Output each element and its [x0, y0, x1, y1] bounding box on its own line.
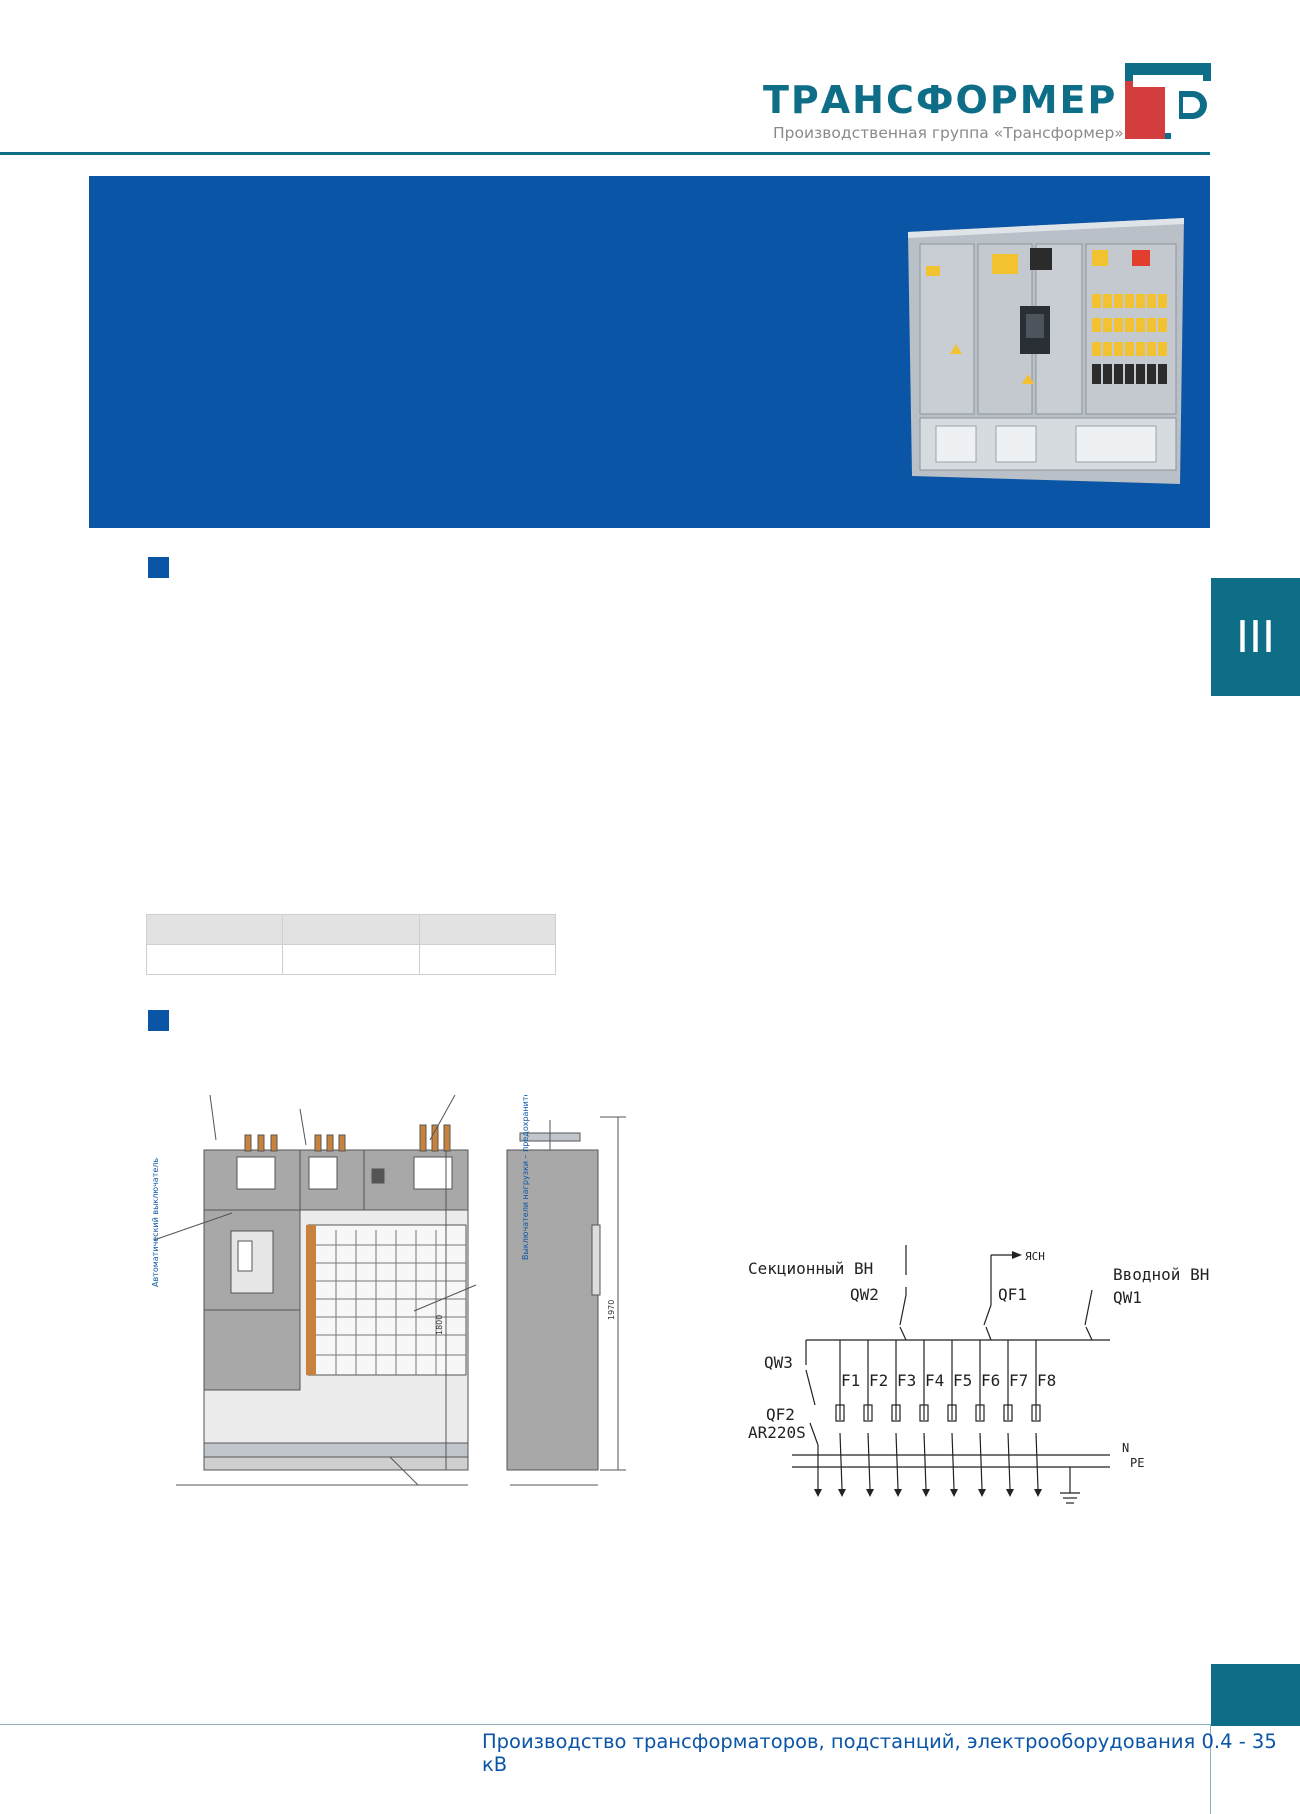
qf2-label: QF2	[766, 1405, 795, 1424]
height-dimension-front: 1800	[435, 1315, 444, 1335]
sectional-switch-label: Секционный ВН	[748, 1259, 873, 1278]
table-cell	[145, 944, 284, 975]
feeder-label: F2	[869, 1371, 888, 1390]
section-marker-1	[148, 557, 169, 578]
table-row	[145, 944, 557, 975]
footer-vertical-divider	[1210, 1724, 1211, 1814]
feeder-label: F6	[981, 1371, 1000, 1390]
feeder-label: F7	[1009, 1371, 1028, 1390]
ash-label: ЯСН	[1025, 1250, 1045, 1263]
footer-divider	[0, 1724, 1211, 1725]
feeder-label: F1	[841, 1371, 860, 1390]
qf1-label: QF1	[998, 1285, 1027, 1304]
table-header-cell	[418, 914, 557, 945]
footer-text: Производство трансформаторов, подстанций…	[482, 1730, 1277, 1776]
single-line-schematic: Секционный ВН QW2 ЯСН QF1 Вводной ВН QW1…	[748, 1245, 1209, 1504]
feeder-label: F4	[925, 1371, 944, 1390]
pe-label: PE	[1130, 1456, 1144, 1470]
chapter-tab: III	[1211, 578, 1300, 696]
footer-tab	[1211, 1664, 1300, 1726]
brand-subtitle: Производственная группа «Трансформер»	[773, 124, 1124, 142]
n-label: N	[1122, 1441, 1129, 1455]
header-divider	[0, 152, 1210, 155]
ar-label: AR220S	[748, 1423, 806, 1442]
fuse-switch-label: Выключатели нагрузки – предохранители	[521, 1095, 530, 1260]
switchboard-photo	[908, 218, 1184, 484]
spec-table	[145, 914, 557, 975]
section-marker-2	[148, 1010, 169, 1031]
qw2-label: QW2	[850, 1285, 879, 1304]
qw1-label: QW1	[1113, 1288, 1142, 1307]
panel-drawing: 1800 1970 Автоматический выключатель Вык…	[151, 1095, 626, 1486]
tg-monogram-icon	[1125, 63, 1211, 139]
qw3-label: QW3	[764, 1353, 793, 1372]
brand-name: ТРАНСФОРМЕР	[763, 78, 1118, 122]
table-cell	[282, 944, 420, 975]
feeder-label: F3	[897, 1371, 916, 1390]
table-header-row	[145, 914, 557, 945]
feeder-label: F8	[1037, 1371, 1056, 1390]
feeder-label: F5	[953, 1371, 972, 1390]
breaker-label: Автоматический выключатель	[151, 1158, 160, 1287]
table-header-cell	[282, 914, 420, 945]
input-switch-label: Вводной ВН	[1113, 1265, 1209, 1284]
chapter-tab-label: III	[1236, 611, 1275, 663]
table-cell	[418, 944, 557, 975]
height-dimension-side: 1970	[607, 1300, 616, 1320]
table-header-cell	[145, 914, 284, 945]
